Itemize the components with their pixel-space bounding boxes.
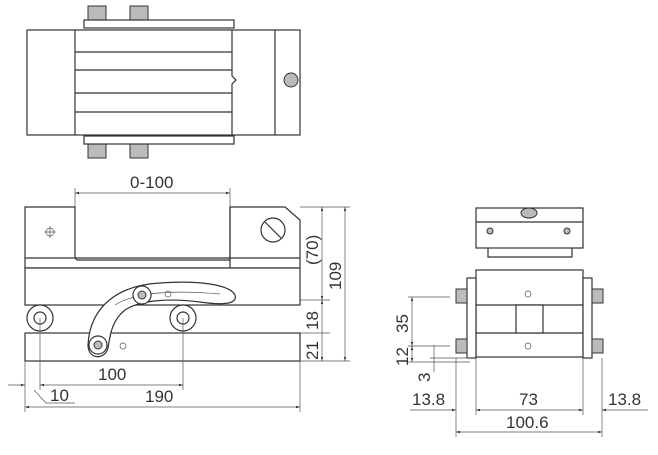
dim-12: 12 — [393, 347, 412, 366]
side-view — [455, 207, 604, 359]
knurled-knob — [455, 338, 468, 354]
vise-body-top — [26, 29, 301, 136]
dim-35: 35 — [393, 314, 412, 333]
top-view — [26, 5, 301, 159]
sine-arm — [87, 281, 236, 358]
dim-stroke: 0-100 — [130, 173, 173, 192]
dim-pivot-distance: 100 — [98, 365, 126, 384]
knurled-knob — [455, 288, 468, 304]
dim-length: 190 — [145, 387, 173, 406]
vise-base — [24, 332, 301, 362]
dim-3: 3 — [415, 373, 434, 382]
knurled-knob — [87, 143, 107, 159]
knurled-knob — [87, 5, 107, 21]
dim-left-knob: 13.8 — [412, 390, 445, 409]
front-view — [24, 206, 301, 362]
dim-offset: 10 — [50, 386, 69, 405]
screw-icon — [283, 72, 299, 88]
dim-total-height: 109 — [326, 262, 345, 290]
side-dimensions: 35 12 3 13.8 73 13.8 100.6 — [393, 296, 648, 437]
dim-upper-height: (70) — [303, 235, 322, 265]
dim-right-knob: 13.8 — [608, 390, 641, 409]
dim-mid-height: 18 — [303, 311, 322, 330]
dim-base-height: 21 — [303, 341, 322, 360]
knurled-knob — [129, 5, 149, 21]
knurled-knob — [591, 288, 604, 304]
dim-total-width: 100.6 — [506, 413, 549, 432]
knurled-knob — [591, 338, 604, 354]
front-dimensions: 0-100 109 (70) 18 21 100 190 10 — [8, 173, 350, 412]
dim-body-width: 73 — [519, 390, 538, 409]
knurled-knob — [129, 143, 149, 159]
